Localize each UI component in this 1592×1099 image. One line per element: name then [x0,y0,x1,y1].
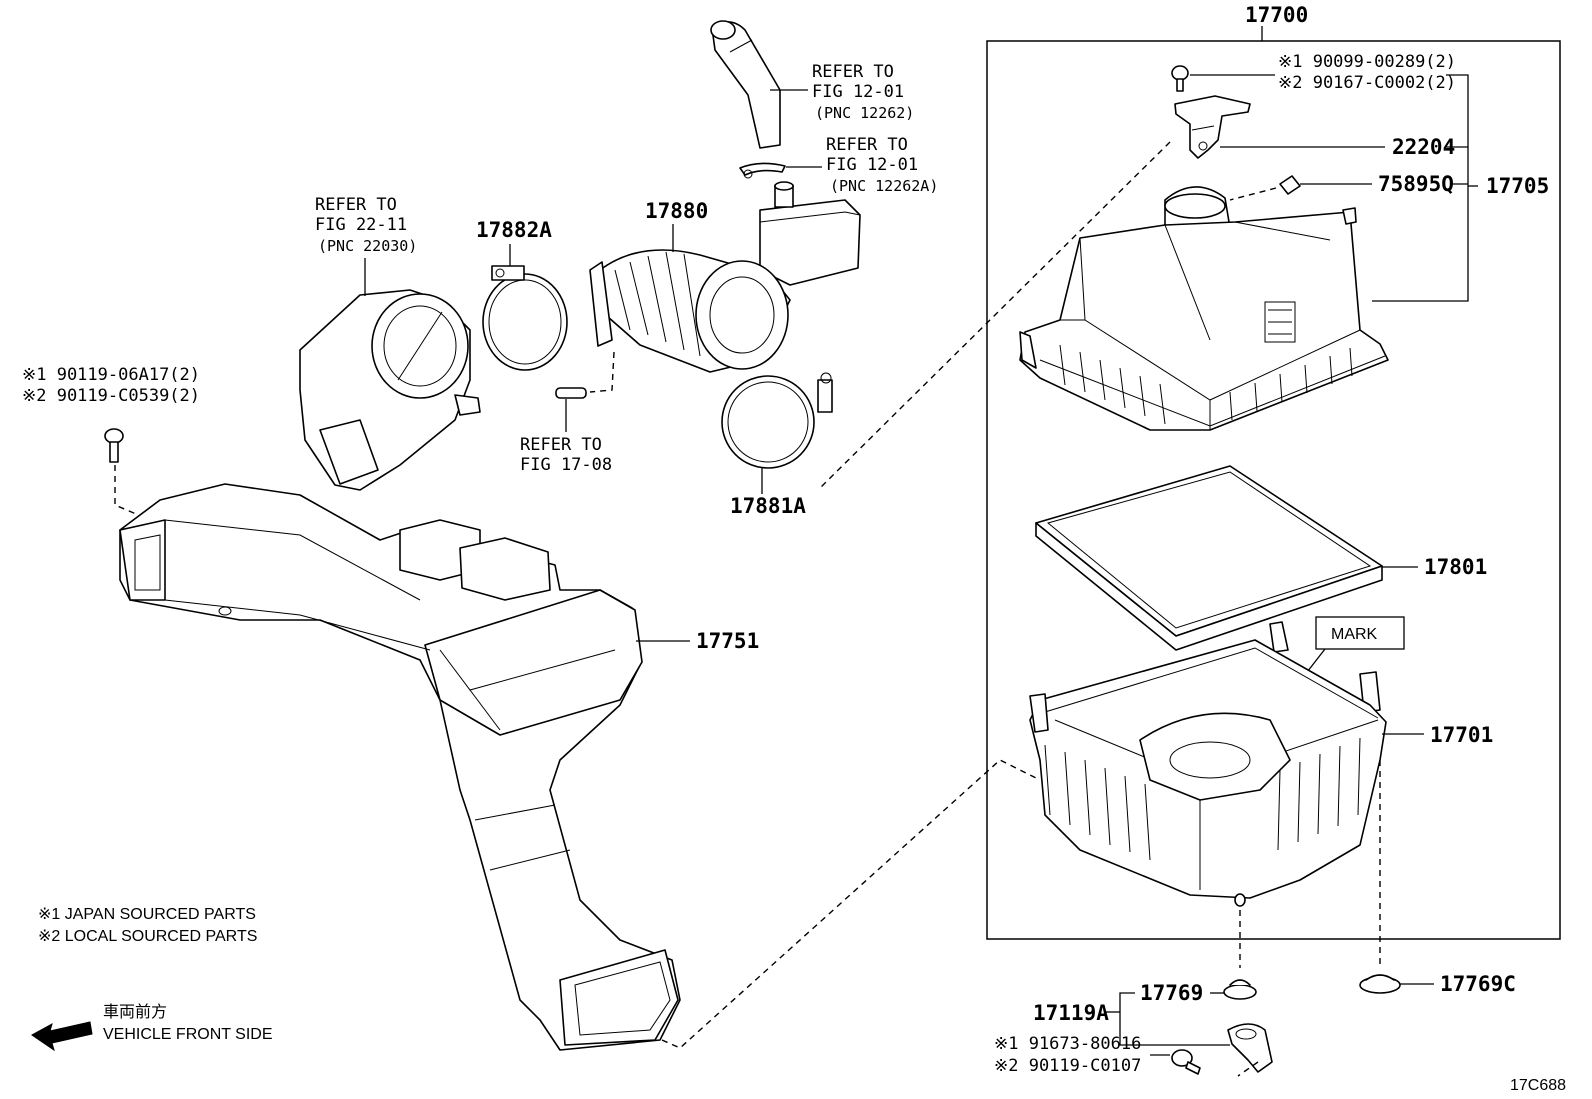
bolt-top-right-line1: ※1 90099-00289(2) [1278,52,1456,72]
callout-17880: 17880 [645,199,708,223]
grommet-17769c-icon [1359,974,1401,994]
callout-22204: 22204 [1392,135,1455,159]
assembly-box [986,40,1561,940]
ref-hose-line1: REFER TO [812,62,894,82]
bolt-top-icon [1171,65,1189,92]
ref-throttle-line2: FIG 22-11 [315,215,407,235]
bolt-left-icon [104,428,124,463]
callout-75895q: 75895Q [1378,172,1454,196]
legend-japan: ※1 JAPAN SOURCED PARTS [38,906,256,923]
callout-17769: 17769 [1140,981,1203,1005]
ref-hose-line2: FIG 12-01 [812,82,904,102]
ref-throttle-line1: REFER TO [315,195,397,215]
callout-17882a: 17882A [476,218,552,242]
air-filter-element [1035,465,1383,651]
hose-clamp-17882a-icon [482,265,568,371]
ref-clip-line2: FIG 12-01 [826,155,918,175]
arrow-left-icon [31,1021,93,1052]
assembly-number: 17700 [1245,3,1308,27]
resonator-icon [589,181,861,373]
callout-17119a: 17119A [1033,1001,1109,1025]
small-pipe-icon [555,387,587,399]
throttle-body-icon [299,289,481,491]
air-cleaner-cap [1019,186,1389,431]
front-en: VEHICLE FRONT SIDE [103,1026,273,1043]
callout-17751: 17751 [696,629,759,653]
hose-clip-icon [739,162,786,179]
front-jp: 車両前方 [103,1003,167,1021]
callout-17705: 17705 [1486,174,1549,198]
hose-clamp-17881a-icon [721,372,833,469]
callout-17769c: 17769C [1440,972,1516,996]
bolt-bottom-line1: ※1 91673-80616 [994,1034,1141,1054]
mark-label: MARK [1331,626,1378,643]
callout-17881a: 17881A [730,494,806,518]
bolt-left-line2: ※2 90119-C0539(2) [22,386,200,406]
label-75895q-icon [1279,175,1301,195]
ref-hose-line3: (PNC 12262) [815,104,914,122]
bolt-bottom-icon [1171,1049,1201,1075]
bracket-17119a-icon [1227,1023,1273,1073]
ref-clip-line1: REFER TO [826,135,908,155]
bracket-22204-icon [1174,95,1251,159]
ref-pipe-line2: FIG 17-08 [520,455,612,475]
bolt-bottom-line2: ※2 90119-C0107 [994,1056,1141,1076]
ref-pipe-line1: REFER TO [520,435,602,455]
breather-hose-icon [710,20,781,149]
bolt-top-right-line2: ※2 90167-C0002(2) [1278,73,1456,93]
mark-box [1315,616,1405,650]
bolt-left-line1: ※1 90119-06A17(2) [22,365,200,385]
ref-clip-line3: (PNC 12262A) [830,177,938,195]
callout-17801: 17801 [1424,555,1487,579]
callout-17701: 17701 [1430,723,1493,747]
grommet-17769-icon [1223,979,1257,1000]
air-inlet-duct [119,483,681,1051]
ref-throttle-line3: (PNC 22030) [318,237,417,255]
figure-code: 17C688 [1510,1077,1566,1094]
legend-local: ※2 LOCAL SOURCED PARTS [38,928,257,945]
air-cleaner-case-lower [1029,621,1387,907]
